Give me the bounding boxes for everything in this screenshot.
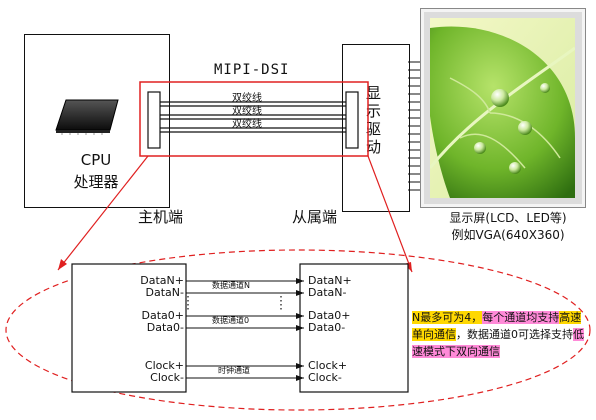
right-lane-label: DataN- [308, 286, 347, 299]
note-part: ，数据通道0可选择支持 [456, 328, 573, 341]
left-lane-label: Data0+ [141, 309, 184, 322]
right-lane-label: Data0- [308, 321, 346, 334]
note-text: N最多可为4，每个通道均支持高速单向通信，数据通道0可选择支持低速模式下双向通信 [412, 309, 590, 360]
right-lane-label: Data0+ [308, 309, 351, 322]
link-highlight-box [139, 81, 369, 157]
twisted-pair-label-3: 双绞线 [232, 119, 262, 130]
twisted-pair-label-2: 双绞线 [232, 106, 262, 117]
arrow-left-icon [58, 259, 67, 270]
right-lane-label: DataN+ [308, 274, 352, 287]
left-lane-label: DataN+ [140, 274, 184, 287]
right-lane-label: Clock+ [308, 359, 348, 372]
display-driver-label: 显示驱动 [366, 84, 382, 156]
host-side-label: 主机端 [138, 208, 184, 226]
leaf-image [430, 18, 575, 198]
display-caption-line1: 显示屏(LCD、LED等) [449, 211, 567, 225]
detail-slave-box [299, 263, 409, 393]
lane-ellipsis-marks [187, 296, 282, 312]
chip-icon [55, 99, 119, 135]
slave-port [345, 91, 359, 149]
left-lane-label: DataN- [145, 286, 184, 299]
twisted-pair-label-1: 双绞线 [232, 93, 262, 104]
left-lane-label: Clock+ [144, 359, 184, 372]
left-lane-label: Data0- [146, 321, 184, 334]
display-caption-line2: 例如VGA(640X360) [451, 228, 565, 242]
lane-arrowheads [296, 278, 304, 381]
host-port [147, 91, 161, 149]
note-part: 每个通道均支持 [482, 311, 560, 324]
channel-label: 数据通道0 [212, 316, 250, 325]
note-part: N最多可为4， [412, 311, 483, 324]
driver-to-display-connector-lines [408, 61, 420, 191]
slave-side-label: 从属端 [292, 208, 338, 226]
right-lane-label: Clock- [308, 371, 342, 384]
channel-label: 数据通道N [212, 281, 250, 290]
cpu-label: CPU [80, 151, 112, 169]
mipi-dsi-title: MIPI-DSI [214, 62, 290, 78]
detail-ellipse [5, 249, 591, 411]
detail-host-box [71, 263, 187, 393]
left-lane-label: Clock- [150, 371, 184, 384]
processor-label: 处理器 [73, 173, 119, 191]
channel-label: 时钟通道 [218, 366, 250, 375]
